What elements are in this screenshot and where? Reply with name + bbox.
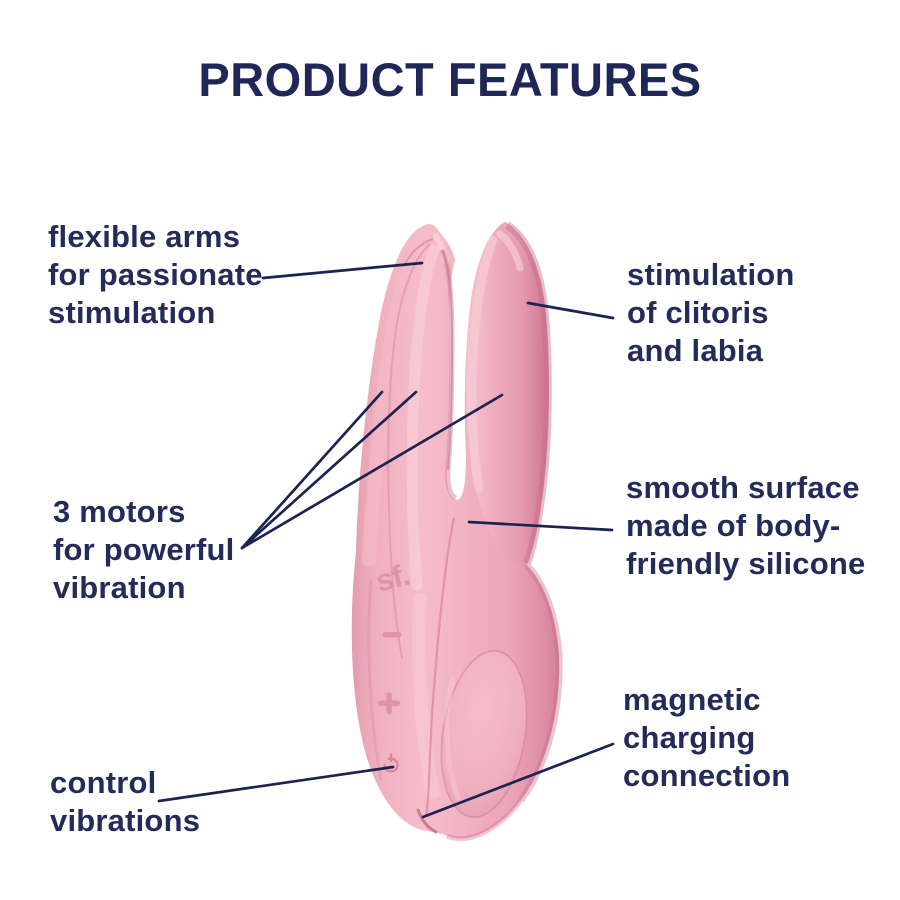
callout-line: and labia <box>627 333 764 368</box>
leader-line-magnetic <box>421 742 615 819</box>
callout-line: smooth surface <box>626 470 860 505</box>
product-image: sf. <box>351 221 563 842</box>
leader-line-motor-1 <box>240 390 384 550</box>
leader-line-flexible-arms <box>261 261 424 280</box>
body-bottom-shadow <box>446 798 524 842</box>
callout-line: magnetic <box>623 682 761 717</box>
leader-line-stimulation <box>526 301 615 320</box>
brand-logo: sf. <box>372 557 413 599</box>
gap-left-edge <box>441 249 454 471</box>
callout-stimulation: stimulation of clitoris and labia <box>627 256 795 370</box>
callout-line: friendly silicone <box>626 546 866 581</box>
callout-line: for passionate <box>48 257 263 292</box>
callout-line: control <box>50 765 157 800</box>
callout-line: for powerful <box>53 532 235 567</box>
left-body-crease <box>367 579 383 781</box>
callout-motors: 3 motors for powerful vibration <box>53 493 235 607</box>
callout-line: charging <box>623 720 756 755</box>
right-arm-inner-highlight <box>467 235 498 493</box>
charging-base-plate <box>440 649 528 819</box>
leader-line-motor-2 <box>240 390 418 550</box>
callout-line: made of body- <box>626 508 841 543</box>
callout-line: connection <box>623 758 791 793</box>
leader-line-control <box>157 765 395 803</box>
callout-line: of clitoris <box>627 295 769 330</box>
callout-flexible-arms: flexible arms for passionate stimulation <box>48 218 263 332</box>
callout-line: stimulation <box>48 295 216 330</box>
minus-button-icon <box>382 632 402 638</box>
plus-button-icon <box>378 692 400 715</box>
body-rim-shadow <box>518 562 563 803</box>
callout-line: flexible arms <box>48 219 241 254</box>
front-arm-highlight <box>406 244 440 591</box>
callout-line: stimulation <box>627 257 795 292</box>
right-tip-highlight <box>496 230 524 272</box>
page-title: PRODUCT FEATURES <box>198 53 702 106</box>
callout-line: vibration <box>53 570 186 605</box>
callout-line: 3 motors <box>53 494 186 529</box>
callout-control-vibrations: control vibrations <box>50 764 200 840</box>
right-arm-rim-shadow <box>504 221 552 565</box>
bottom-cleft <box>416 808 438 834</box>
front-arm-crease <box>387 243 431 659</box>
right-arm <box>465 222 549 567</box>
front-ridge-crease <box>424 517 456 817</box>
leader-line-smooth-surface <box>467 520 614 532</box>
rear-arm-crease <box>403 238 434 267</box>
leader-line-motor-3 <box>240 393 504 550</box>
callout-line: vibrations <box>50 803 201 838</box>
callout-magnetic-charging: magnetic charging connection <box>623 681 790 795</box>
callout-smooth-surface: smooth surface made of body- friendly si… <box>626 469 865 583</box>
leader-lines <box>157 261 615 819</box>
left-arm-highlight <box>362 255 419 567</box>
charging-plate-rim-highlight <box>444 675 461 801</box>
